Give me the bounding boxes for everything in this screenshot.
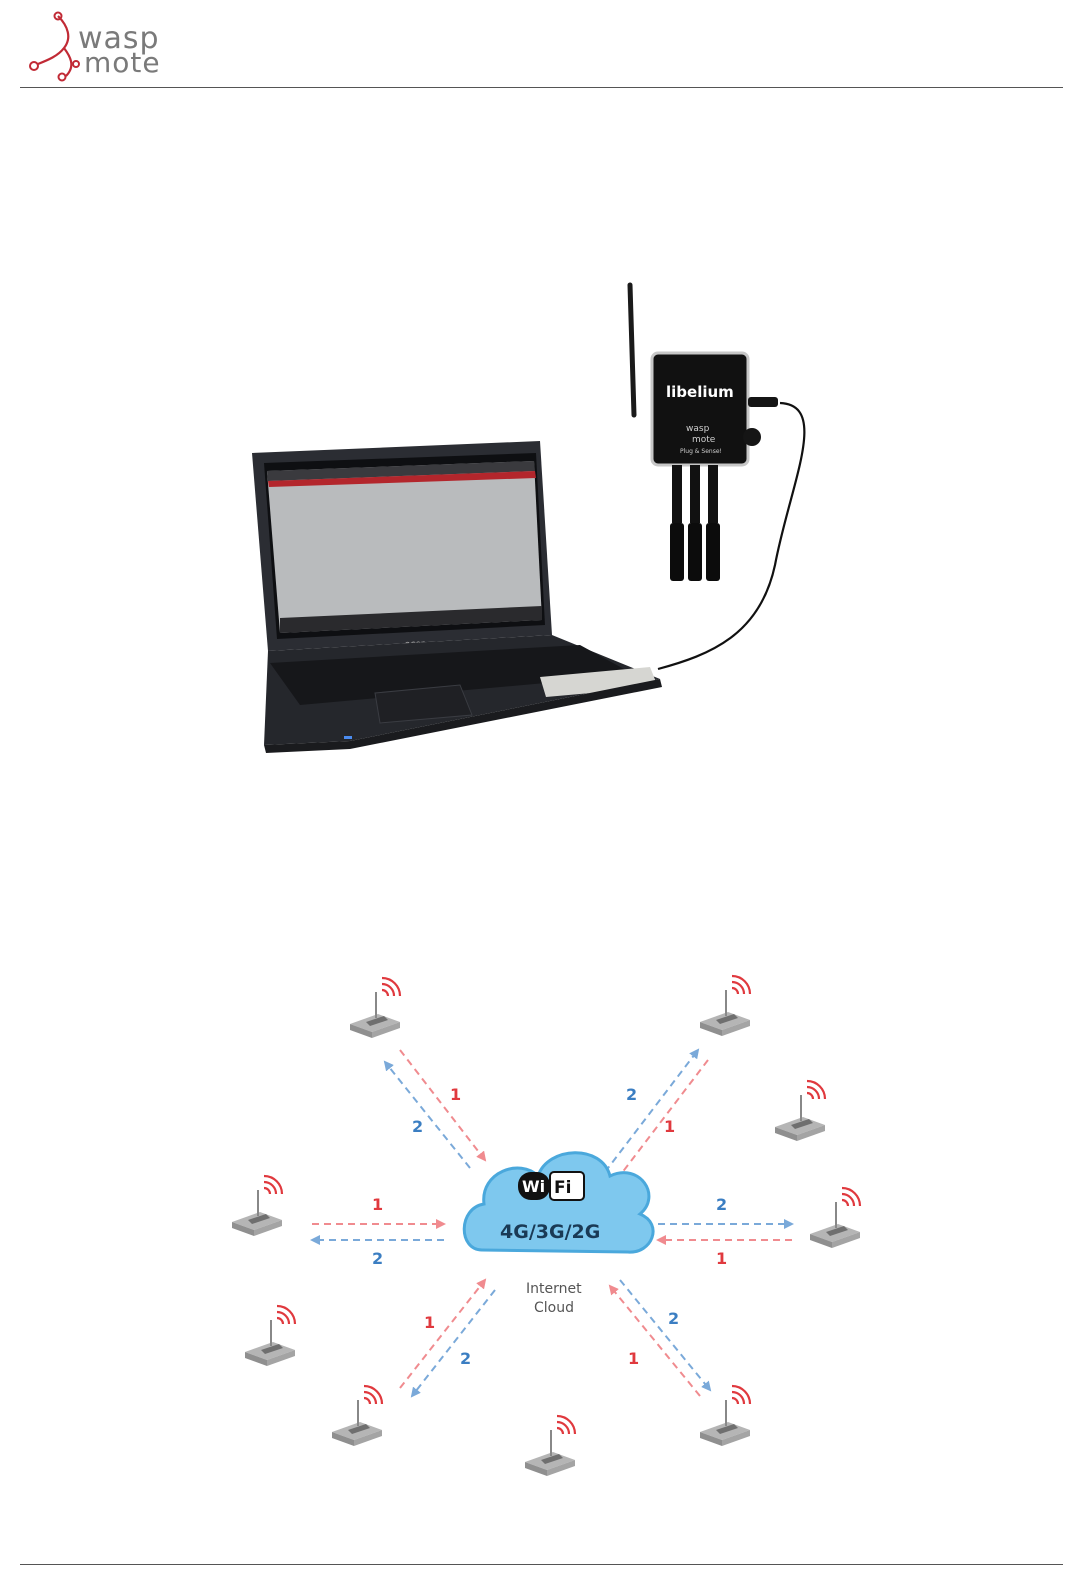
cloud-network-types: 4G/3G/2G [500, 1221, 600, 1243]
arrow-label: 2 [372, 1249, 383, 1268]
sensor-node-top-right [700, 976, 750, 1036]
logo-word-mote: mote [84, 46, 161, 79]
sensor-node-bottom-right [700, 1386, 750, 1446]
arrow-label: 2 [626, 1085, 637, 1104]
page-header: wasp mote [0, 0, 1080, 90]
laptop: acer [252, 441, 662, 753]
sensor-node-bottom-left [332, 1386, 382, 1446]
header-divider [20, 87, 1063, 88]
device-logo-wasp: wasp [686, 424, 710, 434]
arrow-label: 1 [424, 1313, 435, 1332]
cloud-caption-cloud: Cloud [534, 1300, 574, 1316]
sensor-node-top-left [350, 978, 400, 1038]
sensor-node-bottom [525, 1416, 575, 1476]
arrow-label: 1 [450, 1085, 461, 1104]
waspmote-logo: wasp mote [14, 4, 194, 84]
cloud-caption-internet: Internet [526, 1281, 582, 1297]
footer-divider [20, 1564, 1063, 1565]
arrow-label: 1 [372, 1195, 383, 1214]
arrow-label: 1 [716, 1249, 727, 1268]
device-tagline: Plug & Sense! [680, 448, 722, 455]
sensor-node-left [232, 1176, 282, 1236]
network-diagram: 1 2 2 1 1 2 2 1 1 2 2 1 Wi Fi 4G/3G/2G I… [200, 950, 900, 1510]
sensor-node-left-lower [245, 1306, 295, 1366]
wifi-logo-left: Wi [522, 1177, 545, 1196]
wifi-logo-right: Fi [554, 1178, 571, 1198]
device-brand-label: libelium [666, 383, 734, 401]
sensor-node-right-upper [775, 1081, 825, 1141]
sensor-node-right [810, 1188, 860, 1248]
arrow-label: 2 [716, 1195, 727, 1214]
device-logo-mote: mote [692, 435, 716, 445]
arrow-label: 1 [628, 1349, 639, 1368]
arrow-label: 1 [664, 1117, 675, 1136]
arrow-label: 2 [460, 1349, 471, 1368]
waspmote-device: libelium wasp mote Plug & Sense! [652, 353, 778, 581]
laptop-device-photo: acer libelium wasp mote Plug & Sense! [240, 275, 840, 765]
laptop-screen [267, 461, 542, 633]
arrow-label: 2 [412, 1117, 423, 1136]
arrow-label: 2 [668, 1309, 679, 1328]
